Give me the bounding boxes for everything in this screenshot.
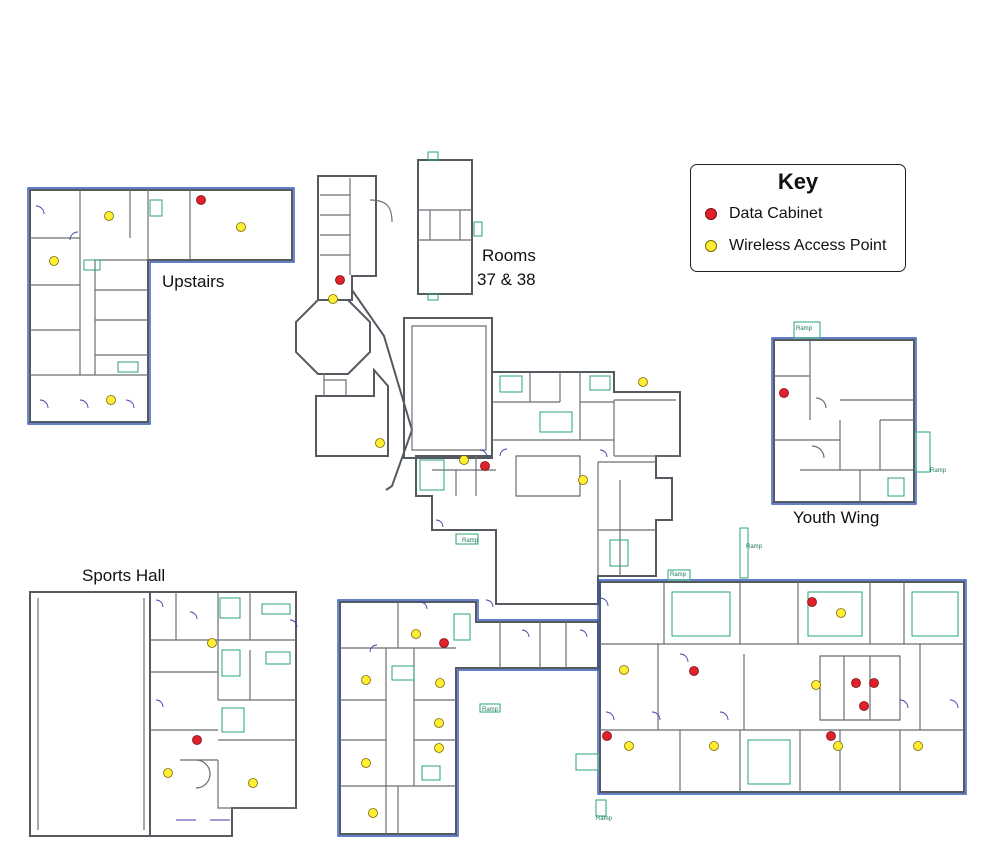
data-cabinet-marker xyxy=(196,195,206,205)
legend-title: Key xyxy=(777,169,819,194)
data-cabinet-marker xyxy=(859,701,869,711)
red-dot-icon xyxy=(705,208,717,220)
data-cabinet-marker xyxy=(807,597,817,607)
data-cabinet-marker xyxy=(779,388,789,398)
wireless-access-point-marker xyxy=(836,608,846,618)
wireless-access-point-marker xyxy=(459,455,469,465)
wireless-access-point-marker xyxy=(638,377,648,387)
wireless-access-point-marker xyxy=(434,718,444,728)
data-cabinet-marker xyxy=(439,638,449,648)
southwest-block: Ramp xyxy=(337,599,601,837)
ramp-label-youth-top: Ramp xyxy=(796,326,813,332)
sports-hall-label: Sports Hall xyxy=(82,566,165,585)
wireless-access-point-marker xyxy=(361,758,371,768)
legend-label-wireless-access-point: Wireless Access Point xyxy=(729,237,887,254)
yellow-dot-icon xyxy=(705,240,717,252)
wireless-access-point-marker xyxy=(811,680,821,690)
ramp-label-southeast-top: Ramp xyxy=(746,544,763,550)
data-cabinet-marker xyxy=(851,678,861,688)
legend-item-wireless-access-point: Wireless Access Point xyxy=(705,237,886,255)
ramp-label-central: Ramp xyxy=(462,538,479,544)
sports-hall-block xyxy=(29,591,298,837)
wireless-access-point-marker xyxy=(236,222,246,232)
north-corridor-block xyxy=(295,175,493,491)
wireless-access-point-marker xyxy=(375,438,385,448)
ramp-label-southeast-bottom: Ramp xyxy=(596,816,613,822)
wireless-access-point-marker xyxy=(248,778,258,788)
upstairs-block xyxy=(27,187,295,425)
upstairs-label: Upstairs xyxy=(162,272,224,291)
data-cabinet-marker xyxy=(480,461,490,471)
wireless-access-point-marker xyxy=(411,629,421,639)
wireless-access-point-marker xyxy=(163,768,173,778)
data-cabinet-markers xyxy=(192,195,879,745)
wireless-access-point-marker xyxy=(833,741,843,751)
wireless-access-point-marker xyxy=(328,294,338,304)
data-cabinet-marker xyxy=(826,731,836,741)
wireless-access-point-markers xyxy=(49,211,923,818)
legend-item-data-cabinet: Data Cabinet xyxy=(705,205,822,223)
data-cabinet-marker xyxy=(602,731,612,741)
ramp-label-southwest: Ramp xyxy=(482,707,499,713)
data-cabinet-marker xyxy=(192,735,202,745)
youth-wing-label: Youth Wing xyxy=(793,508,879,527)
wireless-access-point-marker xyxy=(435,678,445,688)
wireless-access-point-marker xyxy=(619,665,629,675)
wireless-access-point-marker xyxy=(207,638,217,648)
wireless-access-point-marker xyxy=(106,395,116,405)
central-block: Ramp xyxy=(415,371,681,605)
rooms-label-line1: Rooms xyxy=(482,246,536,265)
wireless-access-point-marker xyxy=(578,475,588,485)
legend-box: Key Data Cabinet Wireless Access Point xyxy=(690,164,906,272)
data-cabinet-marker xyxy=(335,275,345,285)
youth-wing-block: Ramp Ramp xyxy=(771,321,947,505)
ramp-label-youth-right: Ramp xyxy=(930,468,947,474)
rooms-37-38-block xyxy=(417,151,483,301)
southeast-block: Ramp Ramp Ramp xyxy=(575,527,967,822)
legend-label-data-cabinet: Data Cabinet xyxy=(729,205,823,222)
wireless-access-point-marker xyxy=(368,808,378,818)
wireless-access-point-marker xyxy=(624,741,634,751)
data-cabinet-marker xyxy=(689,666,699,676)
data-cabinet-marker xyxy=(869,678,879,688)
ramp-label-southeast-left: Ramp xyxy=(670,572,687,578)
wireless-access-point-marker xyxy=(434,743,444,753)
wireless-access-point-marker xyxy=(361,675,371,685)
rooms-label-line2: 37 & 38 xyxy=(477,270,536,289)
wireless-access-point-marker xyxy=(49,256,59,266)
wireless-access-point-marker xyxy=(913,741,923,751)
wireless-access-point-marker xyxy=(104,211,114,221)
wireless-access-point-marker xyxy=(709,741,719,751)
